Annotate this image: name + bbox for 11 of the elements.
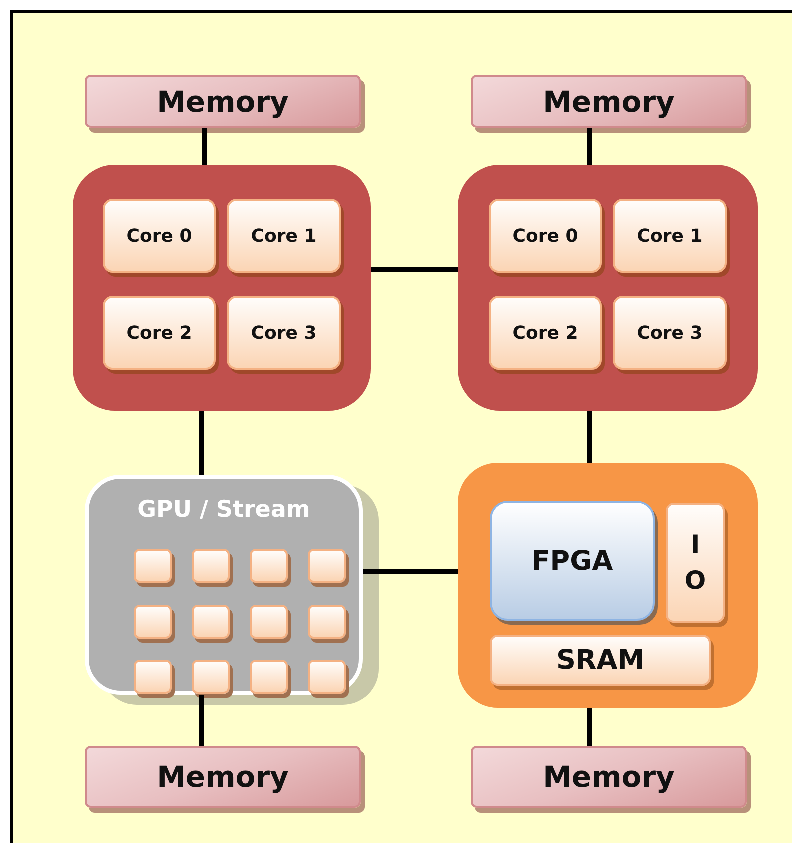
connector-line	[371, 268, 458, 272]
fpga-card	[458, 463, 758, 708]
connector-line	[200, 411, 204, 475]
connector-line	[202, 128, 208, 165]
connector-line	[588, 128, 592, 165]
cpu-chip	[73, 165, 371, 411]
connector-line	[588, 708, 592, 746]
connector-line	[588, 411, 592, 463]
connector-line	[200, 695, 204, 746]
connector-line	[363, 570, 458, 574]
cpu-chip	[458, 165, 758, 411]
